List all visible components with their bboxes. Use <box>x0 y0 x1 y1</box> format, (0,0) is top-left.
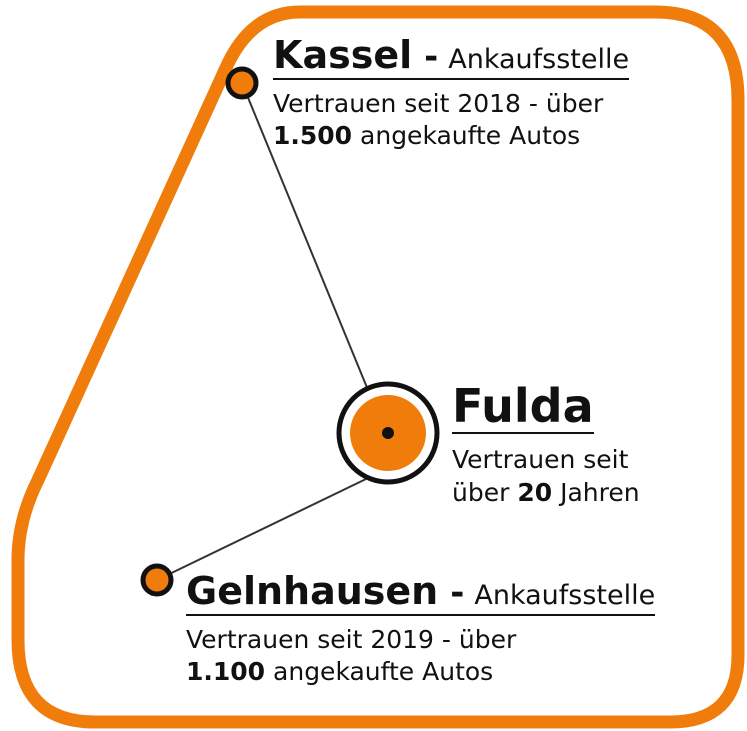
gelnhausen-kind: Ankaufsstelle <box>474 580 656 611</box>
gelnhausen-count-suffix: angekaufte Autos <box>265 657 494 687</box>
fulda-city-name: Fulda <box>452 379 594 433</box>
fulda-count: 20 <box>517 477 553 507</box>
gelnhausen-count: 1.100 <box>186 657 266 687</box>
gelnhausen-separator: - <box>450 573 465 613</box>
kassel-desc-line1: Vertrauen seit 2018 - über <box>273 88 604 118</box>
kassel-description: Vertrauen seit 2018 - über 1.500 angekau… <box>273 88 629 153</box>
connector-line-kassel-fulda <box>241 82 369 391</box>
kassel-heading: Kassel-Ankaufsstelle <box>273 33 630 80</box>
fulda-desc-line1: Vertrauen seit <box>452 445 629 475</box>
kassel-desc-line2: 1.500 angekaufte Autos <box>273 120 629 153</box>
fulda-desc-line2: über 20 Jahren <box>452 477 640 510</box>
fulda-label-group: Fulda Vertrauen seit über 20 Jahren <box>452 382 640 509</box>
fulda-marker <box>336 381 440 485</box>
outer-frame <box>11 5 745 729</box>
kassel-count: 1.500 <box>273 121 353 151</box>
kassel-marker <box>225 66 259 100</box>
gelnhausen-label-group: Gelnhausen-Ankaufsstelle Vertrauen seit … <box>186 569 656 689</box>
fulda-count-suffix: Jahren <box>552 477 640 507</box>
connector-line-fulda-gelnhausen <box>156 478 367 581</box>
gelnhausen-marker <box>140 563 174 597</box>
fulda-heading: Fulda <box>452 379 594 435</box>
kassel-separator: - <box>424 37 439 77</box>
fulda-count-prefix: über <box>452 477 518 507</box>
gelnhausen-desc-line2: 1.100 angekaufte Autos <box>186 656 655 689</box>
kassel-count-suffix: angekaufte Autos <box>352 121 581 151</box>
gelnhausen-description: Vertrauen seit 2019 - über 1.100 angekau… <box>186 624 655 689</box>
kassel-kind: Ankaufsstelle <box>448 44 630 75</box>
fulda-description: Vertrauen seit über 20 Jahren <box>452 444 640 509</box>
gelnhausen-desc-line1: Vertrauen seit 2019 - über <box>186 624 517 654</box>
kassel-label-group: Kassel-Ankaufsstelle Vertrauen seit 2018… <box>273 33 630 153</box>
gelnhausen-heading: Gelnhausen-Ankaufsstelle <box>186 569 656 616</box>
kassel-city-name: Kassel <box>273 33 413 77</box>
gelnhausen-city-name: Gelnhausen <box>186 569 439 613</box>
